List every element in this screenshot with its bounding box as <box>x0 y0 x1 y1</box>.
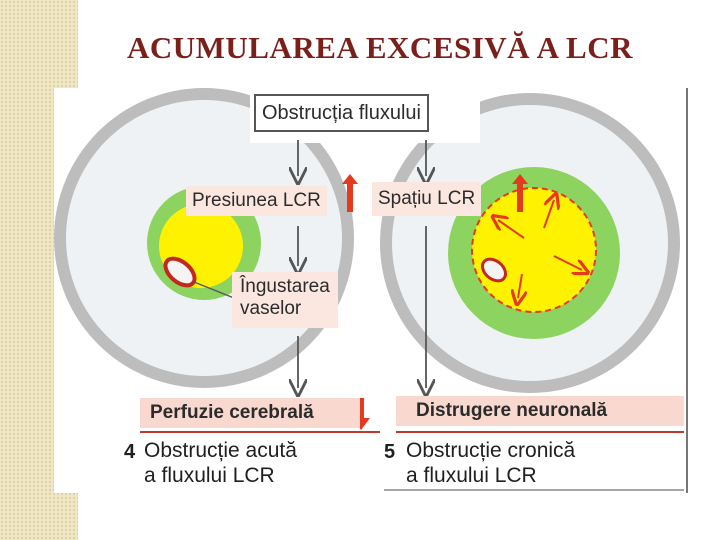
vessel-narrowing-line1: Îngustarea <box>240 276 330 297</box>
csf-pressure-box: Presiunea LCR <box>186 186 327 216</box>
expansion-arrow-1 <box>498 220 525 239</box>
expansion-arrow-2 <box>543 200 554 229</box>
space-up-arrow <box>512 174 528 212</box>
left-vessel-icon <box>163 256 197 288</box>
hydrocephalus-diagram: Obstrucția fluxului Presiunea LCR Spațiu… <box>54 88 690 493</box>
right-brain-section <box>380 93 680 393</box>
right-ventricle <box>471 187 597 313</box>
chronic-caption-line1: Obstrucție cronică <box>406 439 576 462</box>
acute-caption-line1: Obstrucție acută <box>144 439 297 462</box>
csf-space-box: Spațiu LCR <box>372 182 482 216</box>
flow-obstruction-box: Obstrucția fluxului <box>254 94 429 132</box>
caption-number-4: 4 <box>124 441 136 463</box>
diagram-graphics <box>54 88 688 493</box>
expansion-arrow-3 <box>553 255 582 270</box>
cerebral-perfusion-banner: Perfuzie cerebrală <box>140 398 360 428</box>
pressure-up-arrow <box>342 174 358 212</box>
right-vessel-icon <box>480 257 508 283</box>
slide-title: ACUMULAREA EXCESIVĂ A LCR <box>127 30 633 65</box>
vessel-narrowing-box: Îngustarea vaselor <box>232 272 338 328</box>
caption-number-5: 5 <box>384 441 396 463</box>
vessel-narrowing-line2: vaselor <box>240 298 302 319</box>
expansion-arrow-4 <box>518 273 522 298</box>
chronic-caption-line2: a fluxului LCR <box>406 464 537 487</box>
acute-caption-line2: a fluxului LCR <box>144 464 275 487</box>
flow-arrows <box>298 140 426 388</box>
left-vessel-pointer <box>193 281 235 299</box>
neuronal-destruction-banner: Distrugere neuronală <box>396 396 684 426</box>
